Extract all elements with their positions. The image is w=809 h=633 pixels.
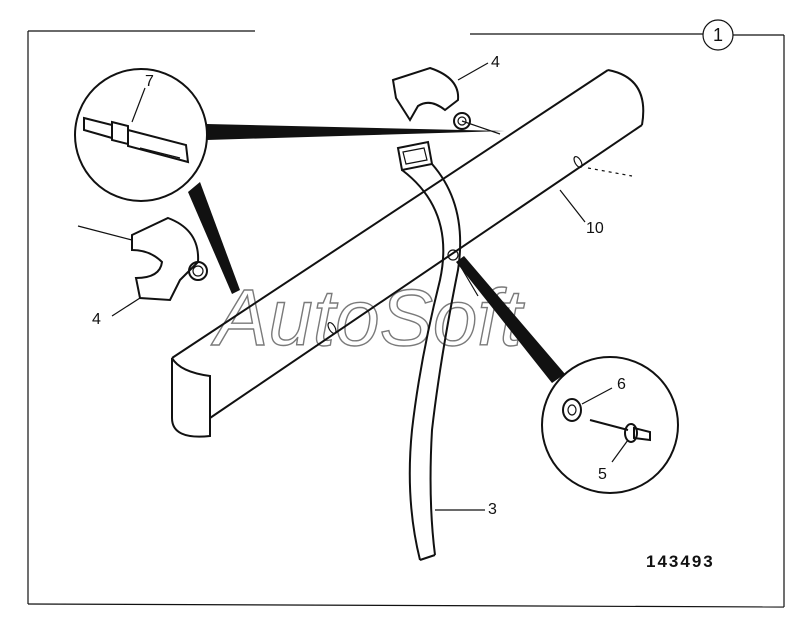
clip-top-part	[391, 66, 471, 130]
callout-clip-top: 4	[491, 54, 500, 71]
callout-clip-left: 4	[92, 311, 101, 328]
callout-tube: 10	[586, 220, 604, 237]
rivet-detail-inset	[456, 256, 679, 494]
figure-number: 1	[713, 25, 723, 45]
drawing-frame	[27, 30, 785, 608]
reference-code: 143493	[646, 552, 715, 571]
callout-washer: 6	[617, 376, 626, 393]
leader-lines	[111, 62, 586, 511]
callout-strap: 3	[488, 501, 497, 518]
clip-left-part	[77, 216, 208, 302]
callout-stud: 7	[145, 73, 154, 90]
stud-detail-inset	[74, 68, 505, 294]
strap-part	[396, 140, 462, 561]
tube-part	[171, 69, 645, 438]
figure-number-badge: 1	[702, 19, 734, 51]
callout-rivet: 5	[598, 466, 607, 483]
